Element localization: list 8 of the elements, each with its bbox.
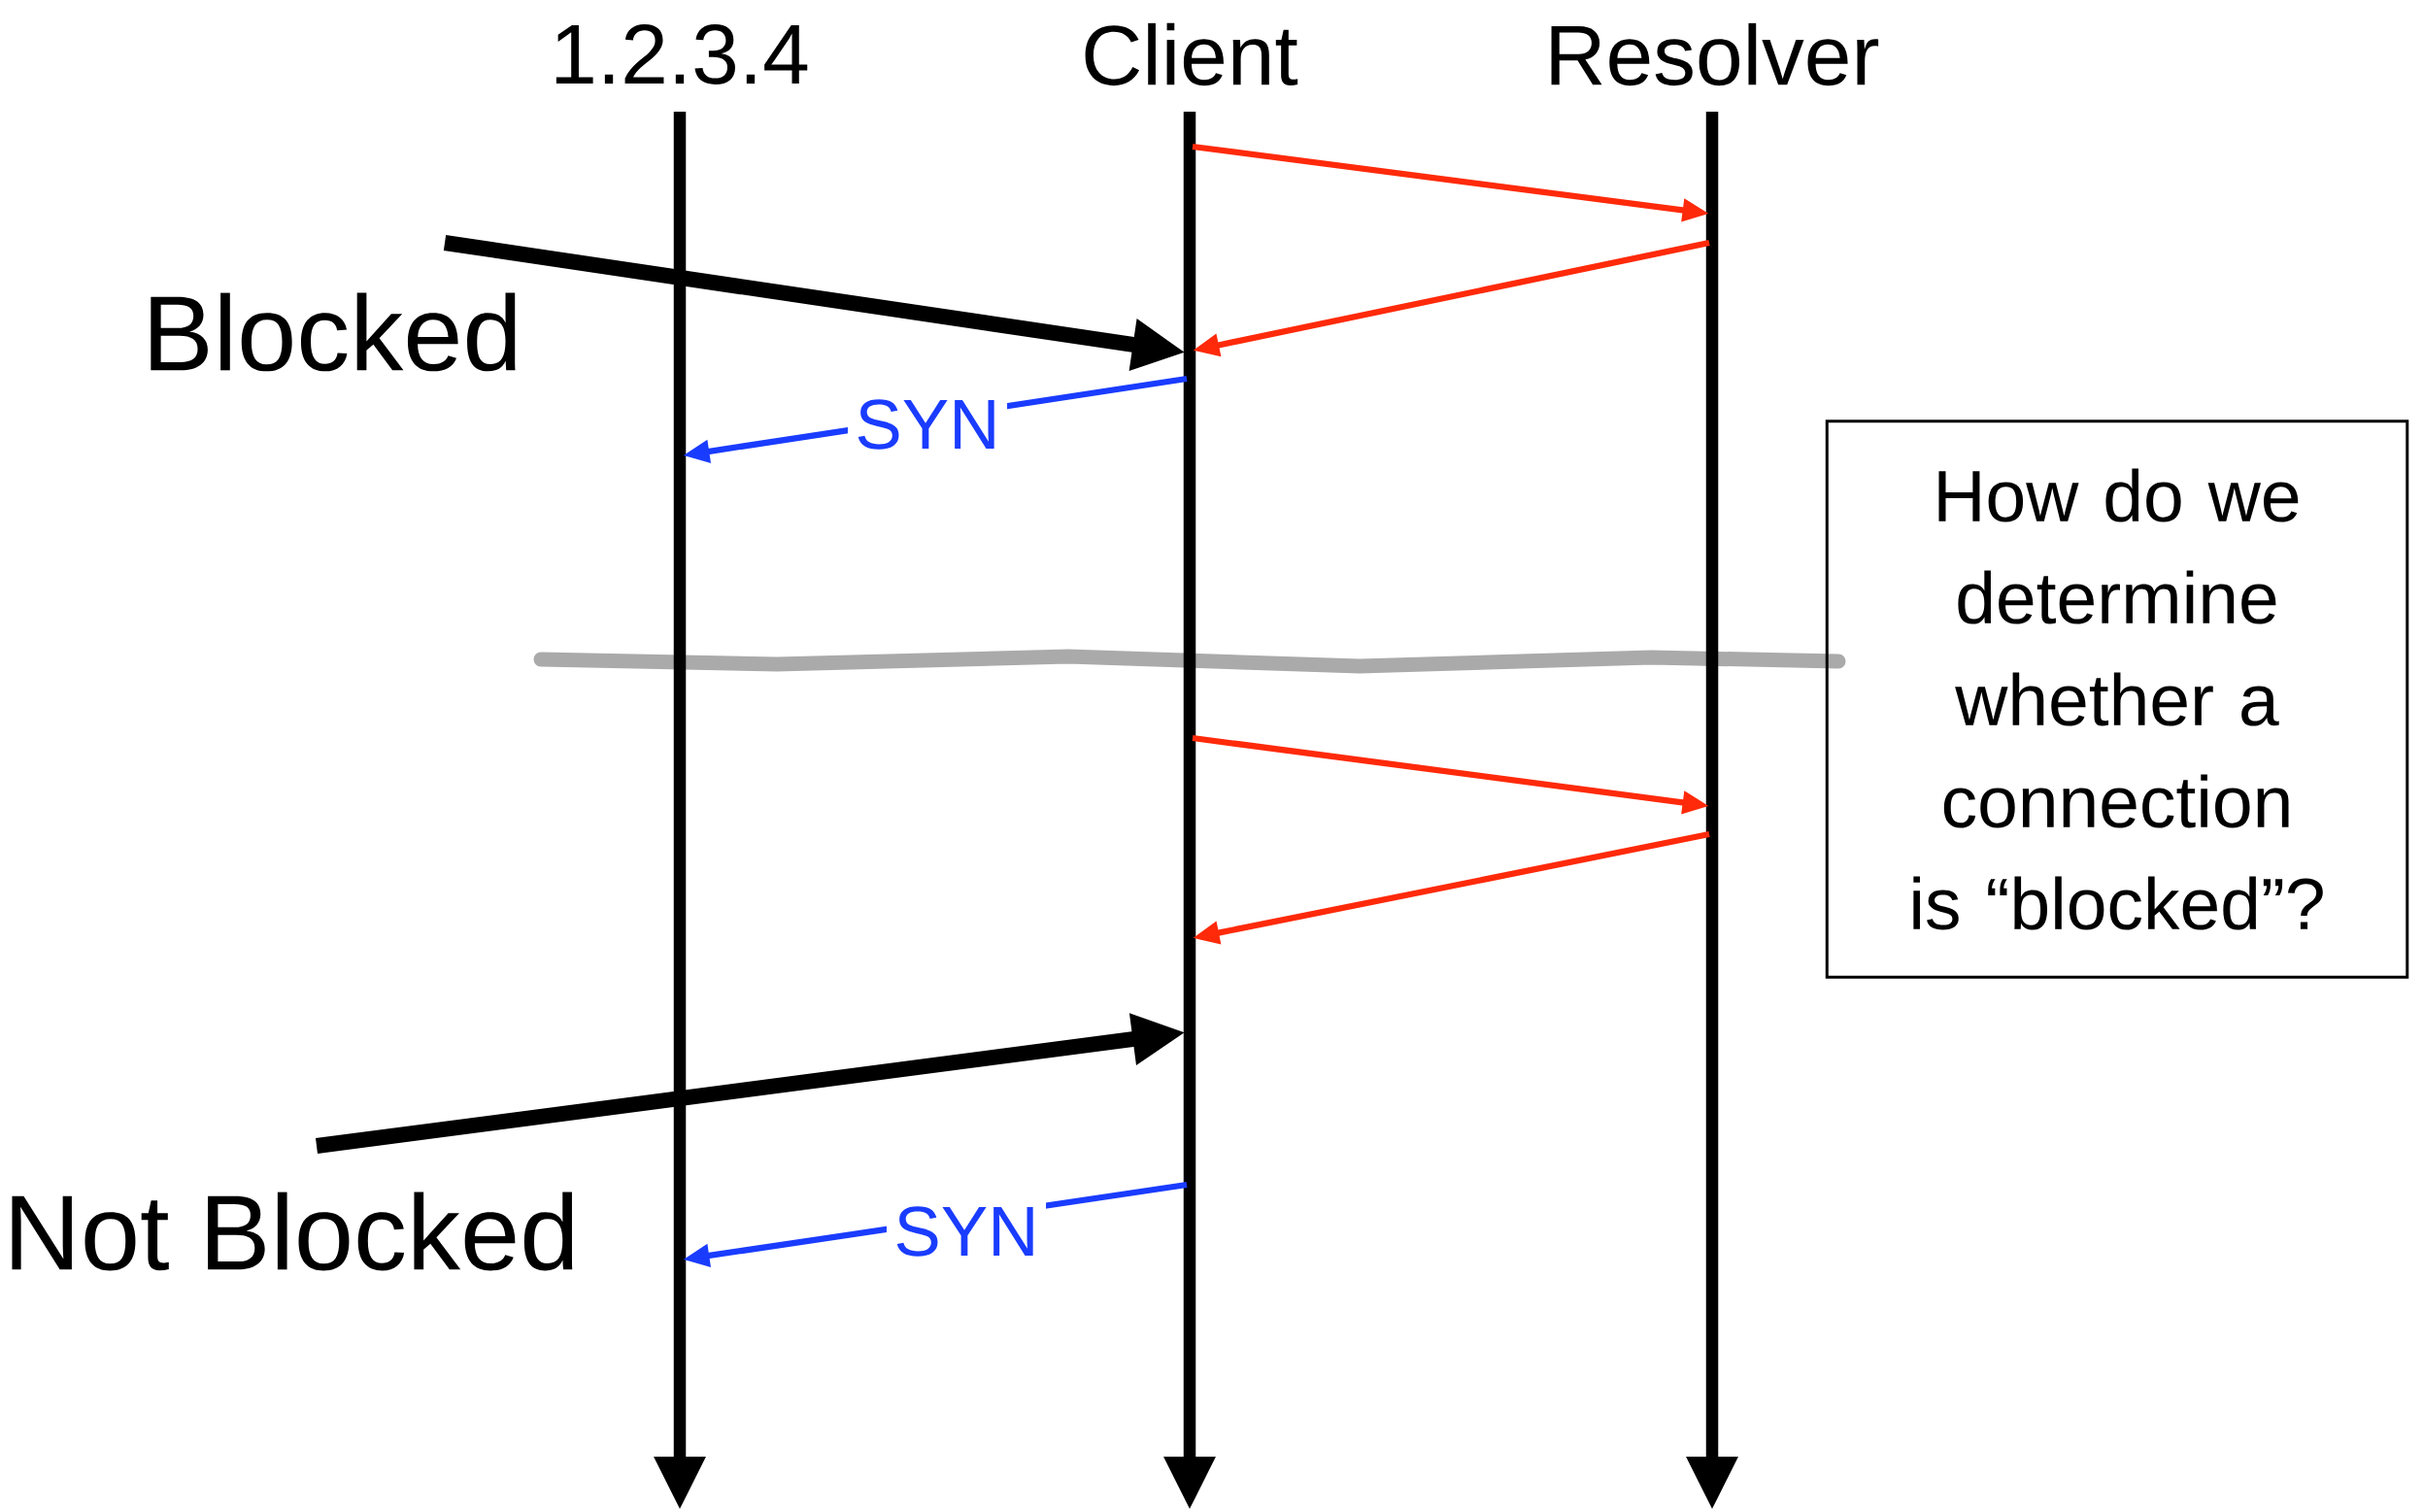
node-label: Resolver <box>1551 22 1879 86</box>
edge-label: SYN <box>847 391 1008 457</box>
edge-label: Not Blocked <box>0 1185 588 1278</box>
node-label: 1.2.3.4 <box>555 24 808 84</box>
question-box: How do we determine whether a connection is “blocked”? <box>1825 420 2409 979</box>
node-label: Client <box>1085 22 1298 86</box>
edge-label: SYN <box>886 1198 1047 1264</box>
edge-label: Blocked <box>134 286 530 379</box>
